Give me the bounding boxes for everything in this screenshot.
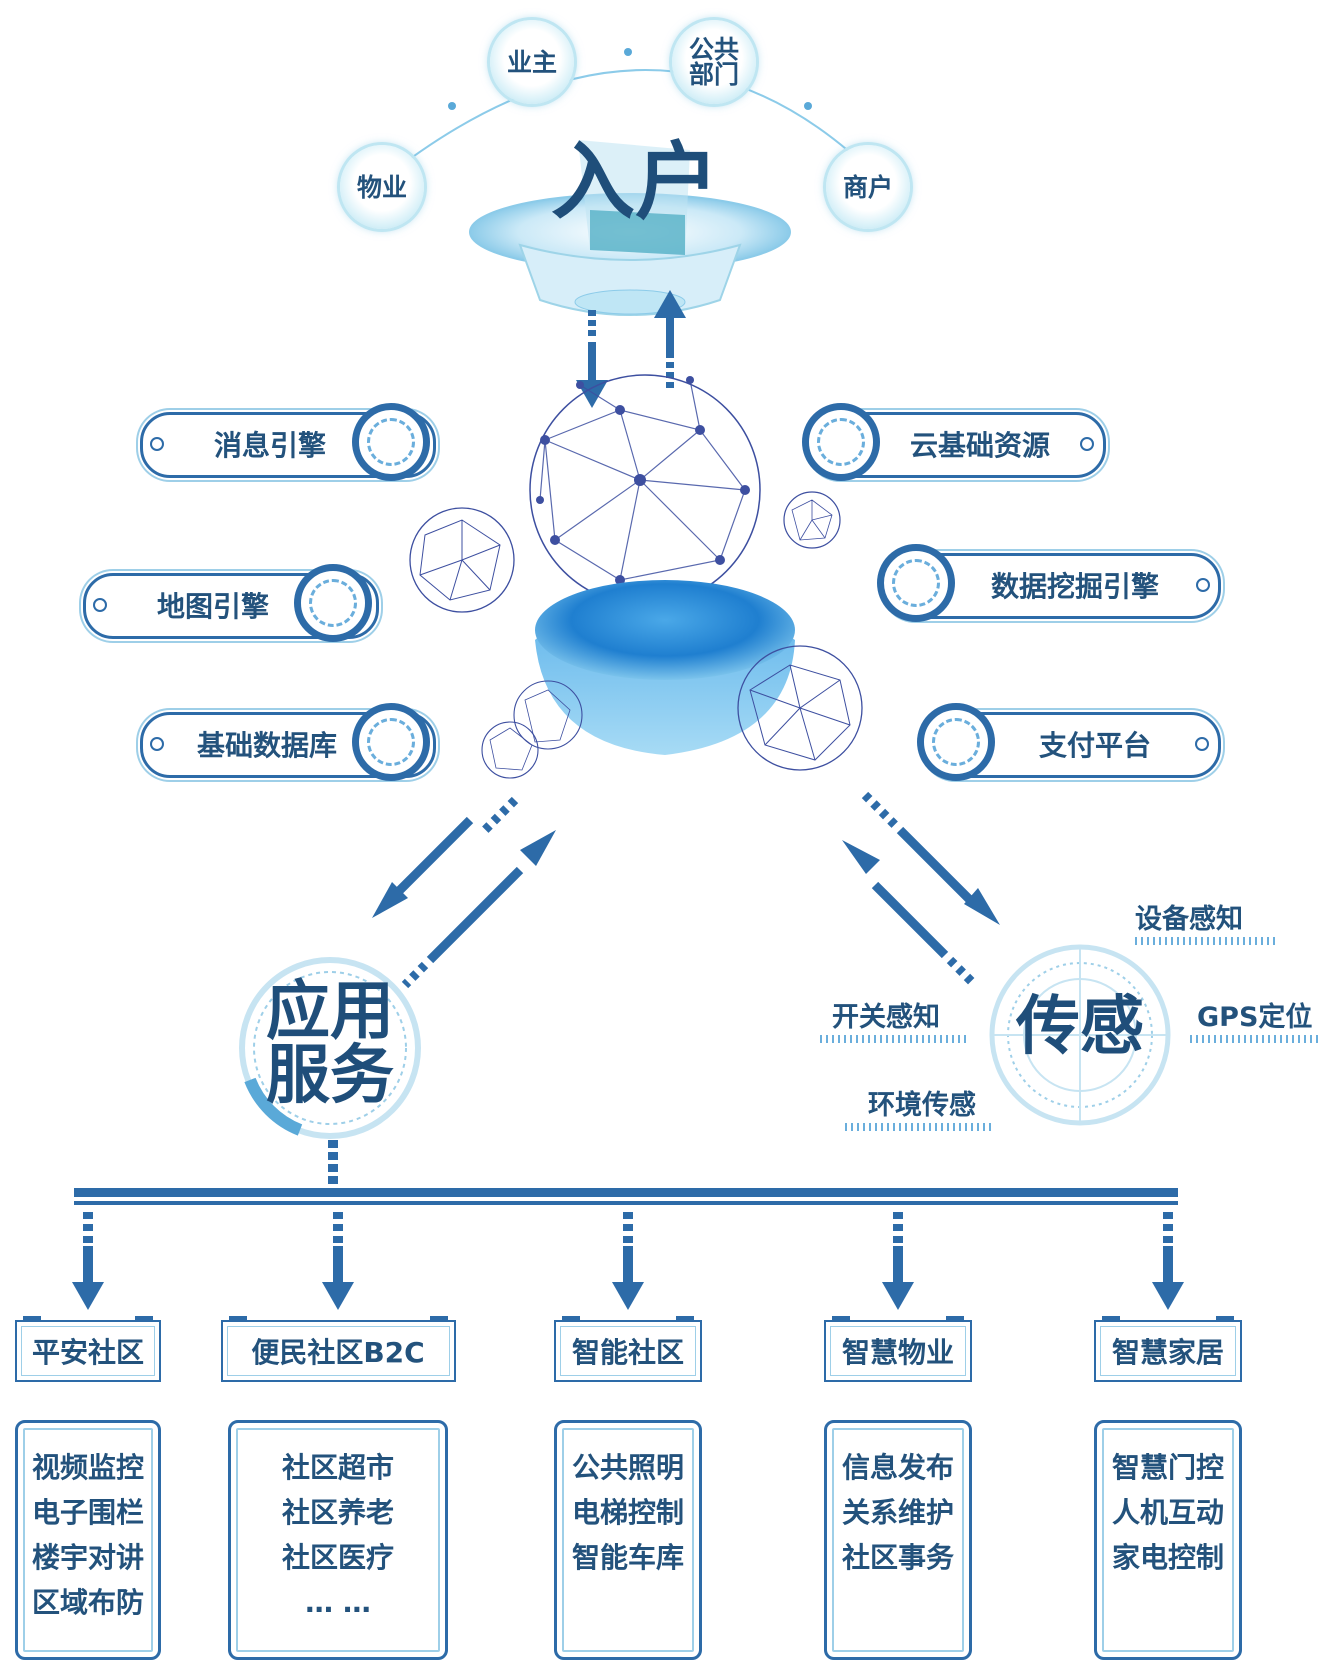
node-public: 公共部门 <box>672 20 756 104</box>
hub-sense-arrows <box>861 791 979 989</box>
sense-gps-label: GPS定位 <box>1197 1002 1313 1033</box>
entry-platform <box>469 140 791 316</box>
sense-env-label: 环境传感 <box>868 1090 976 1121</box>
sense-device-label: 设备感知 <box>1135 904 1243 935</box>
hub-graphic <box>409 374 863 779</box>
category-items-box: 信息发布关系维护社区事务 <box>824 1420 972 1660</box>
sense-wave <box>820 1035 970 1043</box>
category-item: 信息发布 <box>841 1451 954 1484</box>
category-items-box: 公共照明电梯控制智能车库 <box>554 1420 702 1660</box>
pill-dot-icon <box>93 598 107 612</box>
category-items-box: 智慧门控人机互动家电控制 <box>1094 1420 1242 1660</box>
engine-label-message: 消息引擎 <box>213 429 326 462</box>
category-item: 家电控制 <box>1111 1541 1224 1574</box>
ring-icon <box>917 703 995 781</box>
category-title-box: 智能社区 <box>554 1316 702 1382</box>
node-property: 物业 <box>340 145 424 229</box>
category-item: 区域布防 <box>31 1586 144 1619</box>
engine-label-cloud: 云基础资源 <box>909 429 1050 462</box>
category-item: 关系维护 <box>841 1496 954 1529</box>
category-title-box: 智慧物业 <box>824 1316 972 1382</box>
category-title-box: 智慧家居 <box>1094 1316 1242 1382</box>
entry-hub-arrows <box>576 290 686 408</box>
category-item-list: 社区超市社区养老社区医疗 … … <box>231 1445 445 1625</box>
ring-icon <box>802 403 880 481</box>
engine-label-map: 地图引擎 <box>156 590 269 623</box>
sense-wave <box>845 1123 995 1131</box>
category-item: 社区医疗 <box>281 1541 394 1574</box>
bus-drop-arrows <box>72 1212 1184 1310</box>
pill-dot-icon <box>1195 737 1209 751</box>
stakeholder-arc <box>381 48 881 181</box>
arrow-head-hub-right <box>842 840 880 874</box>
category-item: 人机互动 <box>1111 1496 1224 1529</box>
sense-switch-label: 开关感知 <box>832 1002 940 1033</box>
category-item: … … <box>305 1586 371 1619</box>
app-service-ring <box>239 957 421 1139</box>
category-item: 电梯控制 <box>571 1496 684 1529</box>
app-service-line2: 服务 <box>266 1039 394 1113</box>
ring-icon <box>877 544 955 622</box>
category-title-box: 便民社区B2C <box>220 1316 456 1382</box>
ring-icon <box>294 564 372 642</box>
pill-dot-icon <box>1080 437 1094 451</box>
category-item: 电子围栏 <box>31 1496 144 1529</box>
node-owner-label: 业主 <box>506 47 557 77</box>
engine-label-payment: 支付平台 <box>1038 729 1151 762</box>
category-item-list: 信息发布关系维护社区事务 <box>827 1445 969 1580</box>
category-item: 视频监控 <box>31 1451 144 1484</box>
arrow-head-app <box>372 882 408 918</box>
category-item: 智慧门控 <box>1111 1451 1224 1484</box>
app-service-title: 应用 服务 <box>240 980 420 1108</box>
category-item-list: 视频监控电子围栏楼宇对讲区域布防 <box>18 1445 158 1625</box>
category-item: 社区事务 <box>841 1541 954 1574</box>
category-item: 社区养老 <box>281 1496 394 1529</box>
sensing-title: 传感 <box>1016 990 1144 1064</box>
sense-wave <box>1190 1035 1320 1043</box>
category-item-list: 公共照明电梯控制智能车库 <box>557 1445 699 1580</box>
entry-title: 入户 <box>550 133 719 231</box>
node-merchant-label: 商户 <box>842 172 893 202</box>
sense-wave <box>1135 937 1275 945</box>
arrow-head-sense <box>964 888 1000 925</box>
pill-dot-icon <box>150 737 164 751</box>
category-item: 公共照明 <box>571 1451 684 1484</box>
category-items-box: 视频监控电子围栏楼宇对讲区域布防 <box>15 1420 161 1660</box>
hub-app-arrows <box>391 796 524 989</box>
node-property-label: 物业 <box>356 172 407 202</box>
engine-label-database: 基础数据库 <box>196 729 337 762</box>
arrow-head-hub-left <box>520 830 556 866</box>
ring-icon <box>352 703 430 781</box>
category-item: 社区超市 <box>281 1451 394 1484</box>
category-item: 楼宇对讲 <box>31 1541 144 1574</box>
app-service-line1: 应用 <box>266 975 394 1049</box>
node-merchant: 商户 <box>826 145 910 229</box>
category-items-box: 社区超市社区养老社区医疗 … … <box>228 1420 448 1660</box>
node-owner: 业主 <box>490 20 574 104</box>
bus-line <box>74 1140 1178 1205</box>
category-item-list: 智慧门控人机互动家电控制 <box>1097 1445 1239 1580</box>
engine-label-datamining: 数据挖掘引擎 <box>990 570 1159 603</box>
pill-dot-icon <box>150 437 164 451</box>
category-title-box: 平安社区 <box>15 1316 161 1382</box>
ring-icon <box>352 403 430 481</box>
category-item: 智能车库 <box>571 1541 684 1574</box>
sensing-ring <box>989 944 1171 1126</box>
node-public-label: 公共部门 <box>688 35 739 89</box>
pill-dot-icon <box>1196 578 1210 592</box>
